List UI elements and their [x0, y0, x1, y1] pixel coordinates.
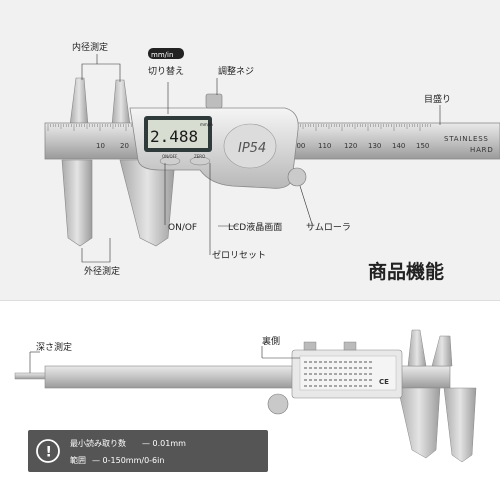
- label-adjust-screw: 調整ネジ: [218, 65, 254, 77]
- label-unit-switch: 切り替え: [148, 65, 184, 77]
- scale-ticks: [47, 124, 431, 131]
- label-thumb-roller: サムローラ: [306, 222, 351, 233]
- back-clip: [343, 341, 357, 351]
- label-on-off: ON/OF: [168, 223, 197, 233]
- spec-row2-label: 範囲: [70, 455, 86, 465]
- panel-divider: [0, 300, 500, 301]
- mode-badge: mm/in: [151, 51, 173, 59]
- spec-row1-label: 最小読み取り数: [70, 438, 126, 448]
- label-lcd: LCD液晶画面: [228, 221, 282, 233]
- label-back: 裏側: [262, 335, 280, 347]
- lcd-unit: mm/in: [200, 122, 213, 127]
- bottom-callout-lines: [29, 346, 300, 373]
- mode-badge-bg: [148, 48, 184, 59]
- outer-jaw-fixed: [61, 159, 93, 247]
- back-inner-jaw: [407, 329, 427, 367]
- info-icon: [36, 439, 60, 463]
- back-label-lines: [304, 361, 374, 387]
- scale-number: 130: [368, 142, 381, 150]
- spec-row1-value: — 0.01mm: [142, 439, 186, 448]
- zero-text: ZERO: [194, 154, 205, 159]
- on-off-text: ON/OFF: [162, 154, 178, 159]
- scale-number: 150: [416, 142, 429, 150]
- scale-number: 20: [120, 142, 129, 150]
- adjust-screw: [205, 93, 223, 109]
- spec-row2-value: — 0-150mm/0-6in: [92, 456, 164, 465]
- scale-number: 120: [344, 142, 357, 150]
- label-zero-reset: ゼロリセット: [212, 249, 266, 261]
- zero-button[interactable]: [189, 156, 211, 166]
- label-depth: 深さ測定: [36, 341, 72, 353]
- beam-brand-line1: STAINLESS: [444, 135, 489, 143]
- back-clip: [303, 341, 317, 351]
- thumb-roller: [287, 167, 307, 187]
- back-outer-jaw: [397, 387, 441, 459]
- label-outer-measure: 外径測定: [84, 265, 120, 277]
- scale-number: 10: [96, 142, 105, 150]
- spec-box: [28, 430, 268, 472]
- back-thumb-roller: [267, 393, 289, 415]
- back-outer-jaw-2: [443, 387, 477, 463]
- ip-mark: IP54: [238, 141, 266, 156]
- lcd-screen: [148, 120, 208, 148]
- scale-number: 110: [318, 142, 331, 150]
- lcd-reading: 2.488: [150, 127, 198, 146]
- label-inner-measure: 内径測定: [72, 41, 108, 53]
- info-icon-glyph: !: [46, 445, 52, 461]
- ip-emblem: [223, 123, 277, 169]
- scale-number: 100: [292, 142, 305, 150]
- scale-number: 140: [392, 142, 405, 150]
- panel-title: 商品機能: [368, 260, 444, 283]
- label-scale: 目盛り: [424, 93, 451, 105]
- beam-brand-line2: HARD: [470, 146, 494, 154]
- ce-mark: CE: [379, 378, 389, 386]
- callout-lines: [81, 54, 441, 263]
- back-inner-jaw-2: [431, 335, 453, 367]
